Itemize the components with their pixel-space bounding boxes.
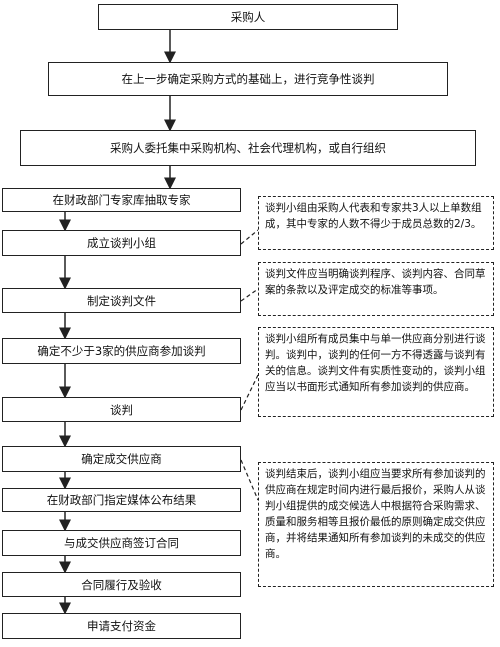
note-link-3 <box>240 374 259 411</box>
note-negotiation-rules: 谈判小组所有成员集中与单一供应商分别进行谈判。谈判中，谈判的任何一方不得透露与谈… <box>258 327 494 417</box>
step-purchaser: 采购人 <box>98 4 398 30</box>
note-link-1 <box>240 229 259 245</box>
note-link-4 <box>240 459 259 501</box>
step-determine-winner: 确定成交供应商 <box>2 446 241 472</box>
step-prepare-documents: 制定谈判文件 <box>2 288 241 313</box>
step-draw-experts: 在财政部门专家库抽取专家 <box>2 188 241 212</box>
step-publish-result: 在财政部门指定媒体公布结果 <box>2 488 241 512</box>
step-sign-contract: 与成交供应商签订合同 <box>2 530 241 556</box>
note-link-2 <box>240 288 259 302</box>
note-panel-composition: 谈判小组由采购人代表和专家共3人以上单数组成，其中专家的人数不得少于成员总数的2… <box>258 196 494 250</box>
step-form-panel: 成立谈判小组 <box>2 230 241 256</box>
step-contract-acceptance: 合同履行及验收 <box>2 572 241 597</box>
note-final-quotation: 谈判结束后，谈判小组应当要求所有参加谈判的供应商在规定时间内进行最后报价，采购人… <box>258 462 494 587</box>
note-negotiation-documents: 谈判文件应当明确谈判程序、谈判内容、合同草案的条款以及评定成交的标准等事项。 <box>258 262 494 316</box>
step-negotiate: 谈判 <box>2 397 241 422</box>
step-request-payment: 申请支付资金 <box>2 613 241 639</box>
step-entrust-agency: 采购人委托集中采购机构、社会代理机构，或自行组织 <box>20 130 476 166</box>
step-competitive-negotiation: 在上一步确定采购方式的基础上，进行竞争性谈判 <box>48 62 448 96</box>
step-select-suppliers: 确定不少于3家的供应商参加谈判 <box>2 338 241 364</box>
